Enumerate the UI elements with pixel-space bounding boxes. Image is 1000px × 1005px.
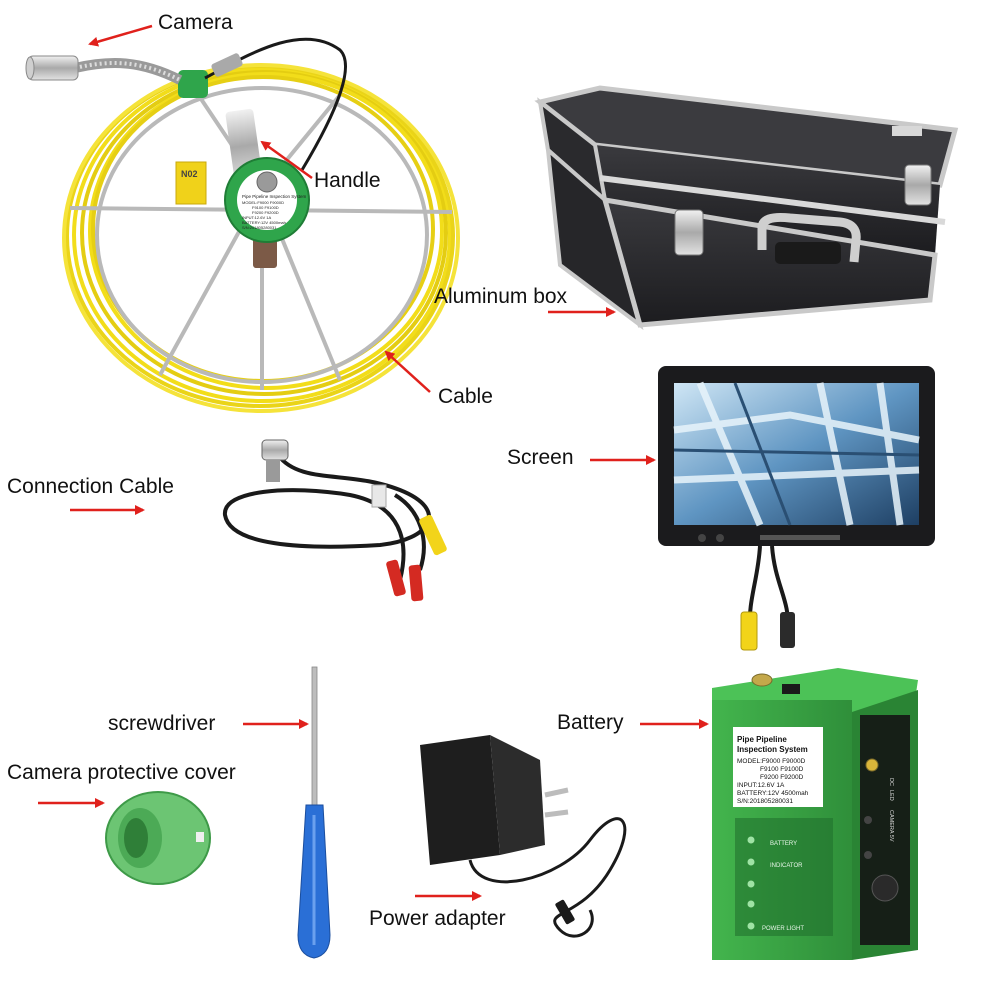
arrow-camera: [88, 24, 153, 47]
battery-label-title-1: Pipe Pipeline: [737, 735, 787, 744]
battery-label-models-3: F9200 F9200D: [760, 774, 804, 781]
monitor-screen: [658, 366, 935, 651]
box-latch-left: [674, 209, 704, 256]
reel-lead-wire: [204, 37, 347, 171]
connection-cable-branch: [393, 493, 426, 571]
arrow-handle: [260, 140, 313, 180]
label-battery: Battery: [557, 711, 624, 734]
adapter-prong: [544, 787, 569, 798]
battery-label-serial: S/N:201805280031: [737, 798, 793, 805]
brightness-knob[interactable]: [871, 874, 899, 902]
indicator-led: [747, 880, 755, 888]
label-aluminum-box: Aluminum box: [434, 285, 568, 308]
indicator-led: [747, 900, 755, 908]
indicator-label: INDICATOR: [770, 863, 803, 869]
battery-side-panel: [860, 715, 910, 945]
cover-window: [196, 832, 204, 842]
reel-connector-socket: [256, 171, 278, 193]
battery-label-input: INPUT:12.6V 1A: [737, 782, 785, 789]
camera-head: [27, 55, 79, 81]
battery-top-socket: [751, 673, 773, 687]
adapter-cable: [468, 817, 627, 938]
battery-label-models-2: F9100 F9100D: [760, 766, 804, 773]
power-light-label: POWER LIGHT: [762, 926, 804, 932]
label-cable: Cable: [438, 385, 493, 408]
reel-plate-models-2: F9100 F9100D: [252, 205, 279, 210]
indicator-led: [747, 858, 755, 866]
connection-plug-yellow: [419, 514, 447, 556]
monitor-button-row[interactable]: [760, 535, 840, 540]
label-handle: Handle: [314, 169, 381, 192]
battery-label-title-2: Inspection System: [737, 745, 808, 754]
side-port[interactable]: [864, 816, 872, 824]
label-camera: Camera: [158, 11, 233, 34]
battery-indicator-label: BATTERY: [770, 841, 797, 847]
cable-tag: [371, 484, 387, 508]
connection-cable: [223, 439, 447, 602]
label-power-adapter: Power adapter: [369, 907, 506, 930]
battery-box: Pipe Pipeline Inspection System MODEL:F9…: [712, 668, 918, 960]
aviation-connector-body: [266, 460, 280, 482]
adapter-prong: [544, 809, 569, 818]
battery-top-port: [782, 684, 800, 694]
connection-plug-red-2: [408, 564, 424, 602]
box-handle-grip: [775, 242, 841, 264]
screwdriver: [297, 666, 331, 959]
arrow-cable: [384, 350, 431, 393]
rca-plug-yellow: [740, 611, 758, 651]
cable-reel: N02 Pipe Pipeline Inspection System MODE…: [25, 37, 460, 413]
reel-hub-label: [237, 170, 297, 230]
label-screen: Screen: [507, 446, 574, 469]
display-pipes-shadow: [673, 382, 920, 526]
adapter-dc-plug: [555, 899, 575, 925]
battery-label-model: MODEL:F9000 F9000D: [737, 758, 806, 765]
connection-plug-red: [386, 559, 406, 597]
reel-cable-clip: [178, 70, 208, 98]
battery-label-battery: BATTERY:12V 4500mah: [737, 790, 809, 797]
power-led: [747, 922, 755, 930]
dc-plug-black: [780, 612, 795, 648]
side-port[interactable]: [864, 851, 872, 859]
reel-plate-serial: S/N:201805280031: [242, 225, 277, 230]
side-rca-socket[interactable]: [865, 758, 879, 772]
cover-inner: [124, 818, 148, 858]
battery-led: [747, 836, 755, 844]
label-camera-protective-cover: Camera protective cover: [7, 761, 236, 784]
indicator-panel: [735, 818, 833, 936]
side-label-camera: CAMERA 5V: [888, 810, 894, 842]
aluminum-box: [534, 85, 959, 331]
reel-tag: [175, 161, 207, 205]
monitor-button[interactable]: [698, 534, 706, 542]
power-adapter: [420, 735, 627, 938]
camera-lens: [25, 56, 35, 80]
adapter-body: [420, 735, 500, 865]
box-latch-right: [904, 164, 932, 206]
reel-lead-connector: [211, 53, 243, 77]
camera-spring-coil: [74, 61, 181, 82]
reel-tag-text: N02: [181, 169, 198, 179]
box-badge: [892, 126, 922, 136]
monitor-button[interactable]: [716, 534, 724, 542]
reel-plate-input: INPUT:12.6V 1A: [242, 215, 271, 220]
aviation-connector: [261, 439, 289, 461]
box-seam-trim: [599, 175, 946, 225]
side-label-dc: DC: [888, 778, 894, 786]
camera-protective-cover: [105, 791, 211, 885]
box-handle: [757, 213, 861, 263]
adapter-side: [490, 735, 545, 855]
battery-label: [733, 727, 823, 807]
label-connection-cable: Connection Cable: [7, 475, 174, 498]
side-label-led: LED: [888, 790, 894, 801]
reel-plate-battery: BATTERY:12V 4500mah: [242, 220, 286, 225]
reel-plate-models-3: F9200 F9200D: [252, 210, 279, 215]
screwdriver-shaft: [311, 666, 318, 808]
yellow-cable-coils: [62, 63, 460, 413]
reel-plate-title: Pipe Pipeline Inspection System: [242, 194, 307, 199]
reel-plate-model: MODEL:F9000 F9000D: [242, 200, 284, 205]
label-screwdriver: screwdriver: [108, 712, 216, 735]
callout-arrows: [38, 24, 709, 901]
connection-cable-wire: [223, 453, 431, 581]
